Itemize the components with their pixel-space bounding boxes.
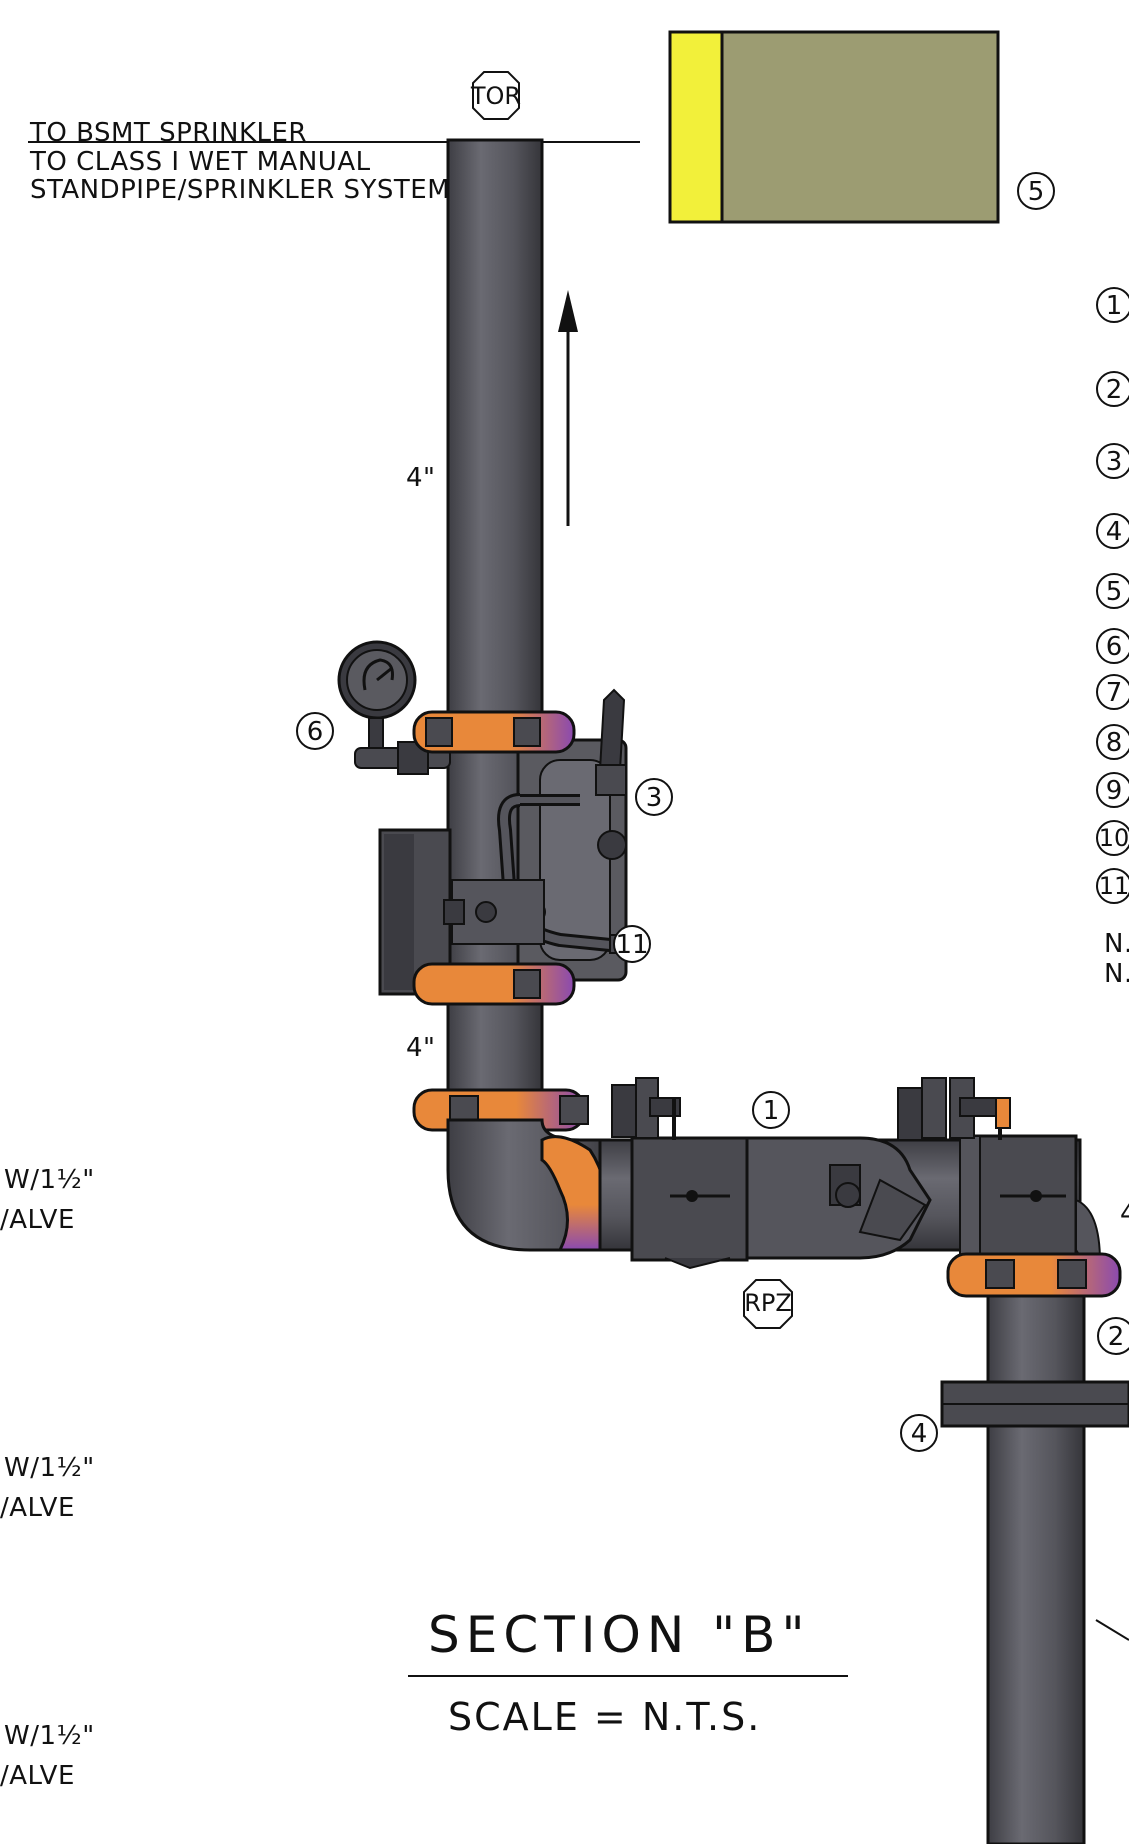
sign-panel [668,30,1000,224]
riser-coupling-top [412,710,576,754]
legend-item: 10 [1096,820,1129,856]
legend-item: 2 [1096,371,1129,407]
pipe-size-lower: 4" [406,1033,436,1063]
svg-text:6: 6 [307,717,324,747]
svg-text:10: 10 [1099,824,1129,852]
left-label-top: W/1½" [4,1165,95,1195]
callout-11: 11 [613,925,651,963]
legend-item: 6 [1096,628,1129,664]
left-label-bottom: /ALVE [0,1761,75,1791]
note-bsmt-sprinkler: TO BSMT SPRINKLER [29,118,307,148]
legend-item: 3 [1096,443,1129,479]
left-partial-labels: W/1½" /ALVE W/1½" /ALVE W/1½" /ALVE [0,1165,95,1791]
callout-1: 1 [752,1091,790,1129]
legend-item: 11 [1096,868,1129,904]
tor-tag-label: TOR [470,82,521,110]
rpz-backflow-assembly [598,1077,1082,1270]
svg-text:3: 3 [646,783,663,813]
note-class-wet-manual: TO CLASS I WET MANUAL [29,147,371,177]
check-valve-assembly [451,688,643,982]
svg-text:7: 7 [1106,678,1123,708]
svg-text:11: 11 [615,930,648,960]
legend-item: 4 [1096,513,1129,549]
svg-text:3: 3 [1106,447,1123,477]
svg-text:5: 5 [1106,577,1123,607]
riser-coupling-bottom [412,962,576,1006]
svg-text:4: 4 [911,1419,928,1449]
supply-flange [940,1380,1129,1428]
svg-text:9: 9 [1106,776,1123,806]
legend-item: 1 [1096,287,1129,323]
section-scale: SCALE = N.T.S. [448,1695,761,1739]
svg-text:2: 2 [1108,1322,1125,1352]
legend-item: 9 [1096,772,1129,808]
pipe-size-upper: 4" [406,463,436,493]
rpz-tag-label: RPZ [744,1289,792,1317]
pipe-size-right-partial: 4 [1120,1199,1129,1229]
callout-3: 3 [635,778,673,816]
section-title: SECTION "B" [428,1606,810,1664]
legend-item: 5 [1096,573,1129,609]
supply-coupling [946,1252,1122,1298]
left-label-top: W/1½" [4,1721,95,1751]
callout-2-right: 2 [1097,1317,1129,1355]
pressure-gauge [337,640,451,775]
supply-leader-line [1095,1619,1129,1641]
svg-text:6: 6 [1106,632,1123,662]
callout-5: 5 [1017,172,1055,210]
legend-note: N. [1104,929,1129,959]
svg-text:5: 5 [1028,177,1045,207]
svg-text:1: 1 [1106,291,1123,321]
note-standpipe-system: STANDPIPE/SPRINKLER SYSTEM [30,175,450,205]
svg-text:1: 1 [763,1096,780,1126]
legend-item: 8 [1096,724,1129,760]
svg-text:2: 2 [1106,375,1123,405]
svg-text:4: 4 [1106,517,1123,547]
flow-arrow [558,290,578,526]
svg-text:8: 8 [1106,728,1123,758]
left-label-top: W/1½" [4,1453,95,1483]
tor-tag: TOR [470,71,521,120]
supply-pipe [986,1260,1086,1844]
callout-4: 4 [900,1414,938,1452]
rpz-tag: RPZ [743,1279,793,1329]
legend-item: 7 [1096,674,1129,710]
left-label-bottom: /ALVE [0,1493,75,1523]
svg-text:11: 11 [1099,872,1129,900]
callout-6: 6 [296,712,334,750]
legend-note: N. [1104,959,1129,989]
legend-partial: 1 2 3 4 5 6 7 8 9 10 11 N. N. [1096,287,1129,989]
left-label-bottom: /ALVE [0,1205,75,1235]
